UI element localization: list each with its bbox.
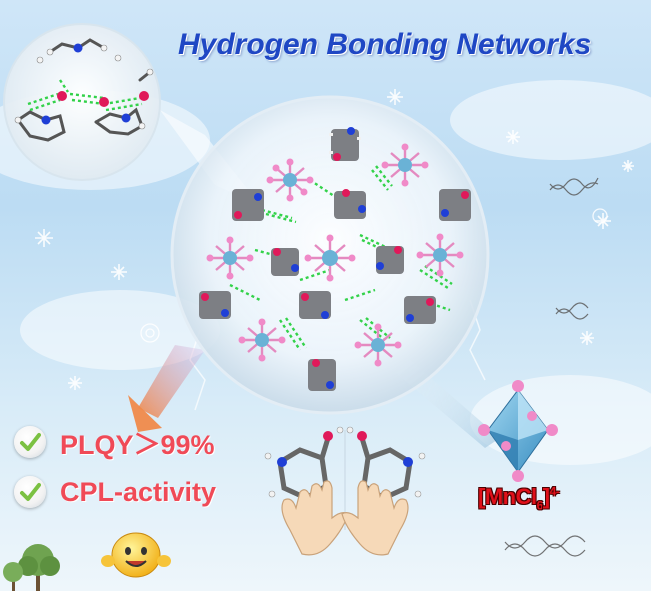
hydrogen-bond-network (199, 127, 471, 391)
snowflake-icon (35, 89, 634, 390)
feature-cpl: CPL-activity (14, 475, 216, 509)
smiley-icon (101, 532, 171, 578)
formula-label: [MnCl6]4- (478, 484, 560, 513)
organic-cation-stack (199, 127, 471, 391)
formula-close: ] (542, 484, 550, 509)
check-icon (14, 426, 46, 458)
feature-label: CPL-activity (60, 476, 217, 507)
tree-icon (3, 544, 60, 591)
dna-helix-icon (504, 177, 599, 557)
formula-subscript: 6 (536, 498, 544, 513)
page-title: Hydrogen Bonding Networks (178, 28, 592, 61)
hands-icon (281, 480, 409, 556)
snowflake-icon-outline (140, 208, 608, 343)
feature-plqy: PLQY＞99% (14, 425, 215, 460)
feature-label: PLQY＞99% (60, 429, 215, 460)
arrow-to-properties (138, 345, 205, 418)
formula-main: [MnCl (478, 484, 537, 509)
magnified-hbond-detail (14, 38, 154, 142)
magnified-bubble (3, 23, 161, 181)
formula-superscript: 4- (549, 484, 560, 499)
mncl6-unit (206, 143, 464, 367)
octahedron-icon (478, 380, 558, 482)
check-icon (14, 476, 46, 508)
